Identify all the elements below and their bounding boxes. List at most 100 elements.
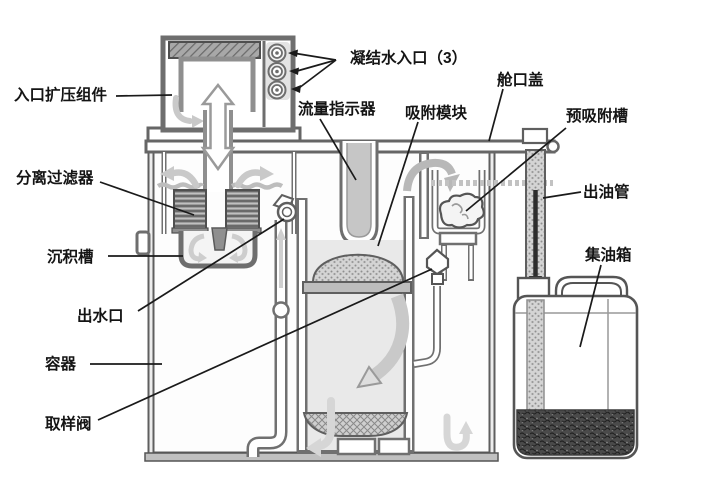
leader-arrowhead-2 — [289, 67, 299, 75]
collected-oil — [516, 409, 635, 456]
pre-adsorption-pedestal — [438, 231, 478, 246]
channel-uturn-arrow — [443, 413, 470, 451]
leader-arrowhead-1 — [288, 49, 298, 57]
inlet-port-3 — [267, 80, 287, 100]
water-outlet-assembly — [246, 193, 298, 457]
label-text-pre-adsorption: 预吸附槽 — [566, 106, 629, 125]
channel-uturn-arrowhead — [459, 421, 473, 434]
adsorption-module-base — [302, 281, 412, 294]
label-text-condensate-inlet: 凝结水入口（3） — [350, 48, 467, 67]
label-text-hatch-cover: 舱口盖 — [497, 70, 544, 89]
downcomer-outlet-tip — [211, 227, 228, 251]
flow-indicator-float — [346, 143, 372, 238]
leader-sampling-valve — [97, 268, 433, 421]
flow-indicator-sight — [339, 141, 379, 246]
tank-pedestal-left — [336, 437, 377, 456]
label-water-outlet: 出水口 — [77, 218, 285, 325]
lid-end-cap — [546, 139, 560, 154]
can-handle-outer — [554, 275, 629, 298]
container-side-tab — [135, 230, 151, 256]
label-sampling-valve: 取样阀 — [45, 268, 433, 433]
leader-pre-adsorption — [465, 127, 567, 212]
leader-condensate-1 — [295, 52, 337, 61]
downcomer-channel — [200, 82, 236, 192]
label-text-inlet-diffuser: 入口扩压组件 — [14, 85, 108, 104]
leader-condensate-3 — [298, 59, 337, 89]
leader-arrowhead-3 — [291, 85, 301, 93]
leader-oil-outlet-pipe — [542, 191, 582, 199]
label-condensate-inlet: 凝结水入口（3） — [288, 48, 467, 93]
leader-condensate-2 — [296, 59, 337, 72]
label-oil-outlet-pipe: 出油管 — [542, 182, 630, 201]
sediment-swirl-left-head — [198, 252, 207, 263]
leader-inlet-diffuser — [115, 94, 173, 97]
sampling-valve-stem — [431, 273, 444, 285]
oil-collection-tank-can — [512, 275, 639, 460]
container-base — [144, 452, 499, 462]
sampling-valve-body — [425, 248, 450, 276]
sampling-valve-assembly — [413, 248, 450, 368]
label-text-adsorption-module: 吸附模块 — [405, 103, 468, 122]
flow-arrowhead-left — [160, 166, 174, 181]
leader-adsorption-module — [377, 121, 419, 247]
leader-water-outlet — [137, 218, 285, 312]
can-fill-pipe — [526, 299, 545, 423]
label-text-container: 容器 — [44, 354, 77, 373]
pre-adsorption-media-detail — [451, 203, 469, 220]
flow-arrow-right — [234, 169, 264, 189]
sediment-swirl-left — [188, 233, 205, 262]
sediment-swirl-right-head — [229, 252, 238, 263]
pipe-union-fitting — [272, 301, 290, 319]
condensate-inlet-ports — [266, 42, 290, 100]
label-text-separation-filter: 分离过滤器 — [16, 168, 94, 187]
leader-flow-indicator — [319, 118, 357, 181]
tank-pedestal-right — [377, 437, 411, 456]
outlet-valve-center — [281, 206, 293, 218]
label-text-oil-collection-tank: 集油箱 — [584, 245, 632, 264]
can-handle-inner — [561, 282, 622, 298]
tank-bottom-arrowhead — [306, 438, 321, 457]
label-pre-adsorption: 预吸附槽 — [465, 106, 629, 212]
annotations: 入口扩压组件 凝结水入口（3） 流量指示器 吸附模块 舱口盖 预吸附槽 — [14, 48, 632, 433]
sediment-tank-box — [178, 227, 258, 269]
separation-filter-right — [225, 189, 260, 232]
tank-swirl-arrowhead — [356, 365, 383, 389]
label-separation-filter: 分离过滤器 — [16, 168, 195, 216]
label-container: 容器 — [44, 354, 162, 373]
label-hatch-cover: 舱口盖 — [488, 70, 544, 142]
sediment-swirl-right — [231, 233, 248, 262]
label-flow-indicator: 流量指示器 — [298, 99, 376, 181]
label-inlet-diffuser: 入口扩压组件 — [14, 85, 173, 104]
label-text-sampling-valve: 取样阀 — [45, 414, 92, 433]
label-sediment-tank: 沉积槽 — [47, 247, 183, 266]
outlet-pipe-inner — [249, 220, 285, 457]
flow-arrowhead-right — [260, 166, 274, 181]
tank-swirl-arrow — [371, 293, 410, 381]
pipe-up-arrowhead — [276, 228, 286, 240]
label-text-sediment-tank: 沉积槽 — [47, 247, 94, 266]
oil-pipe-top-fitting — [521, 127, 549, 145]
label-oil-collection-tank: 集油箱 — [579, 245, 632, 348]
leader-oil-collection-tank — [579, 264, 602, 348]
label-text-flow-indicator: 流量指示器 — [298, 99, 376, 118]
flow-arrow-left — [170, 169, 200, 189]
label-text-water-outlet: 出水口 — [77, 306, 124, 325]
inlet-port-1 — [267, 43, 287, 63]
leader-separation-filter — [99, 181, 195, 216]
diffuser-cap — [168, 41, 261, 59]
inlet-port-2 — [267, 62, 287, 81]
leader-hatch-cover — [488, 88, 504, 142]
separation-filter-chamber — [156, 152, 297, 234]
pre-adsorption-box-core — [433, 170, 484, 233]
inlet-flow-arrowhead — [192, 115, 204, 128]
label-text-oil-outlet-pipe: 出油管 — [583, 182, 630, 201]
sampling-pipe-inner — [413, 286, 440, 367]
overflow-arc-arrow — [403, 158, 456, 192]
vent-updown-arrow — [200, 82, 236, 172]
pre-adsorption-assembly — [403, 158, 486, 281]
inlet-flow-arrow — [172, 95, 193, 124]
tank-bottom-arrow — [316, 397, 335, 450]
label-adsorption-module: 吸附模块 — [377, 103, 468, 247]
